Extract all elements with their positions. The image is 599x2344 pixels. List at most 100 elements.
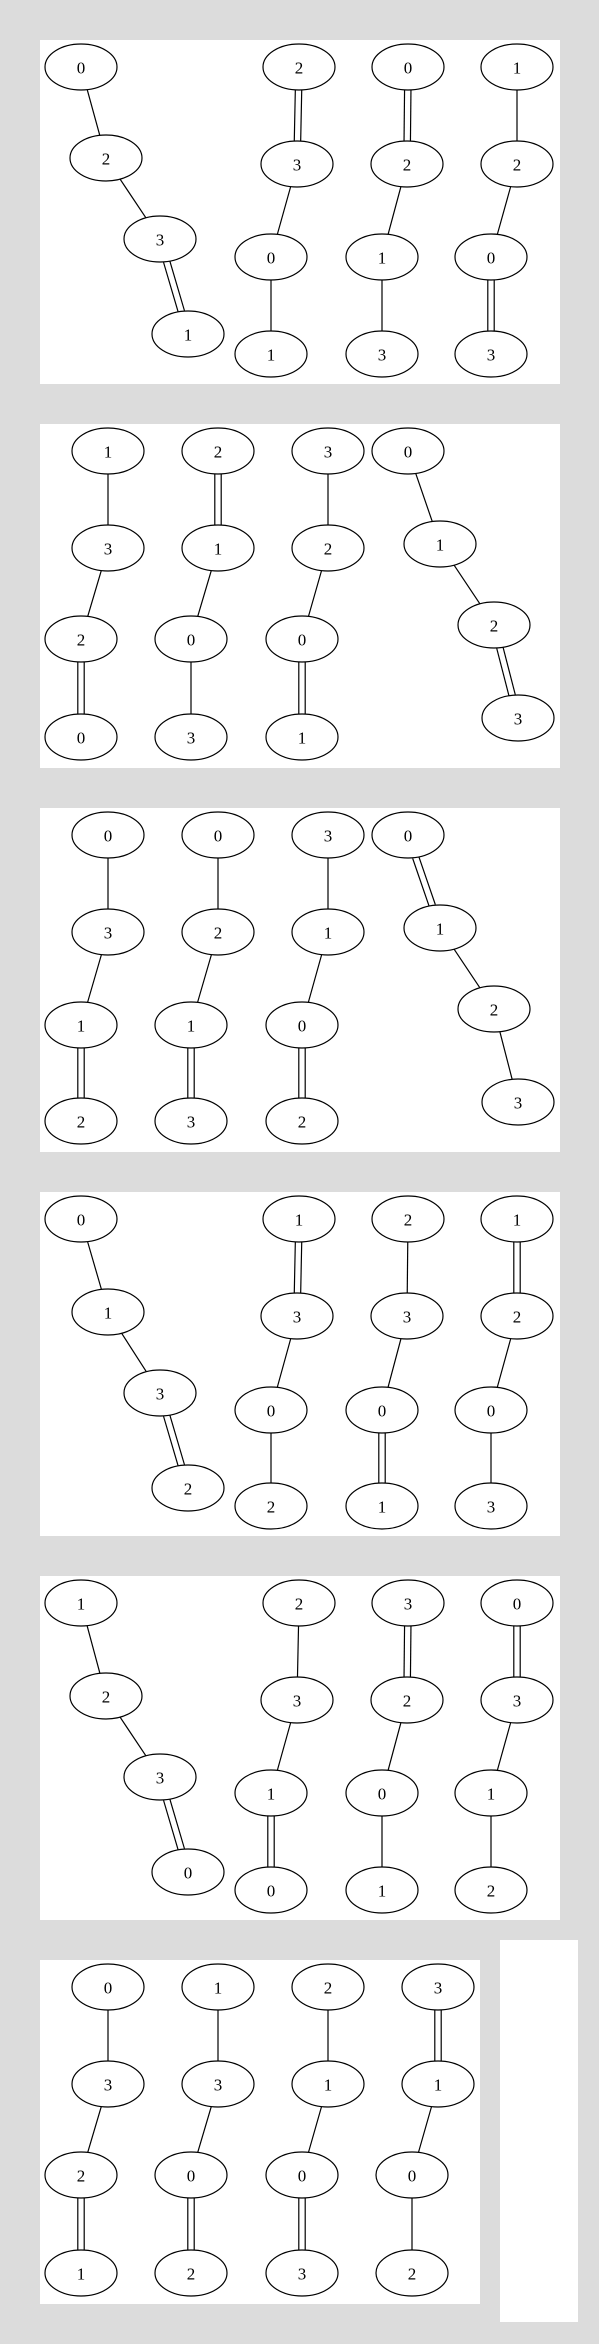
node-label: 3 (513, 1692, 522, 1711)
edge-line (196, 954, 213, 1003)
graph-node: 3 (154, 1097, 228, 1145)
node-label: 1 (378, 1882, 387, 1901)
node-label: 2 (403, 1692, 412, 1711)
node-ellipse (371, 1579, 445, 1627)
graph-node: 1 (291, 2060, 365, 2108)
graph-node: 1 (454, 1769, 528, 1817)
node-ellipse (370, 140, 444, 188)
graph-node: 0 (345, 1386, 419, 1434)
graph-node: 1 (480, 43, 554, 91)
node-label: 0 (404, 443, 413, 462)
node-ellipse (123, 215, 197, 263)
node-label: 1 (214, 1979, 223, 1998)
edge-line (296, 1625, 300, 1678)
graph-node: 1 (44, 2249, 118, 2297)
double-edge-line (169, 260, 185, 311)
graph-node: 1 (403, 904, 477, 952)
node-ellipse (454, 1769, 528, 1817)
double-edge-line (300, 90, 303, 142)
graph-node: 1 (265, 713, 339, 761)
graph-node: 0 (345, 1769, 419, 1817)
node-label: 0 (77, 59, 86, 78)
node-label: 3 (487, 1498, 496, 1517)
node-label: 3 (104, 540, 113, 559)
node-ellipse (481, 1078, 555, 1126)
node-label: 3 (378, 346, 387, 365)
node-ellipse (481, 694, 555, 742)
node-label: 3 (187, 729, 196, 748)
node-ellipse (291, 2060, 365, 2108)
graph-node: 1 (44, 1001, 118, 1049)
graph-node: 3 (265, 2249, 339, 2297)
graph-node: 0 (454, 233, 528, 281)
node-ellipse (454, 330, 528, 378)
node-label: 3 (187, 1113, 196, 1132)
graph-node: 2 (371, 1195, 445, 1243)
node-ellipse (234, 1769, 308, 1817)
graph-node: 1 (291, 908, 365, 956)
graph-panel-1 (40, 40, 560, 384)
graph-panel-2 (40, 424, 560, 768)
node-label: 0 (187, 631, 196, 650)
node-label: 0 (378, 1785, 387, 1804)
graph-node: 3 (181, 2060, 255, 2108)
node-label: 1 (104, 1304, 113, 1323)
node-ellipse (181, 2060, 255, 2108)
graph-node: 0 (265, 2151, 339, 2199)
edge-line (197, 2106, 212, 2153)
node-label: 2 (102, 150, 111, 169)
node-ellipse (69, 134, 143, 182)
node-label: 3 (156, 1769, 165, 1788)
graph-node: 1 (71, 427, 145, 475)
graph-node: 2 (234, 1482, 308, 1530)
edge-line (387, 1722, 402, 1771)
node-label: 0 (487, 249, 496, 268)
edge-line (87, 2106, 102, 2153)
double-edge-line (300, 1242, 303, 1294)
node-ellipse (480, 1579, 554, 1627)
edge-line (415, 473, 433, 522)
node-label: 3 (404, 1595, 413, 1614)
edge-line (496, 1722, 512, 1771)
edge-line (86, 1625, 101, 1674)
graph-node: 2 (151, 1464, 225, 1512)
graph-node: 3 (371, 1579, 445, 1627)
graph-node: 1 (403, 520, 477, 568)
edge-line (276, 1338, 292, 1388)
node-label: 2 (408, 2265, 417, 2284)
graph-node: 1 (480, 1195, 554, 1243)
node-ellipse (260, 1676, 334, 1724)
node-ellipse (71, 811, 145, 859)
node-label: 3 (324, 443, 333, 462)
node-ellipse (345, 1386, 419, 1434)
graph-node: 2 (291, 524, 365, 572)
edge-line (307, 2106, 323, 2153)
edge-line (121, 1332, 147, 1373)
graph-node: 1 (345, 1866, 419, 1914)
graph-node: 0 (71, 1963, 145, 2011)
graph-node: 3 (291, 427, 365, 475)
graph-node: 2 (265, 1097, 339, 1145)
node-ellipse (370, 1292, 444, 1340)
double-edge-line (403, 1625, 406, 1677)
node-ellipse (291, 524, 365, 572)
graph-node: 2 (370, 1676, 444, 1724)
node-label: 0 (298, 2167, 307, 2186)
graph-node: 3 (370, 1292, 444, 1340)
node-ellipse (71, 1288, 145, 1336)
node-label: 1 (77, 2265, 86, 2284)
node-label: 0 (404, 827, 413, 846)
graph-node: 3 (123, 1369, 197, 1417)
edge-line (197, 570, 212, 617)
node-ellipse (480, 1676, 554, 1724)
node-ellipse (71, 908, 145, 956)
node-ellipse (262, 1195, 336, 1243)
node-label: 2 (403, 156, 412, 175)
node-label: 1 (378, 249, 387, 268)
